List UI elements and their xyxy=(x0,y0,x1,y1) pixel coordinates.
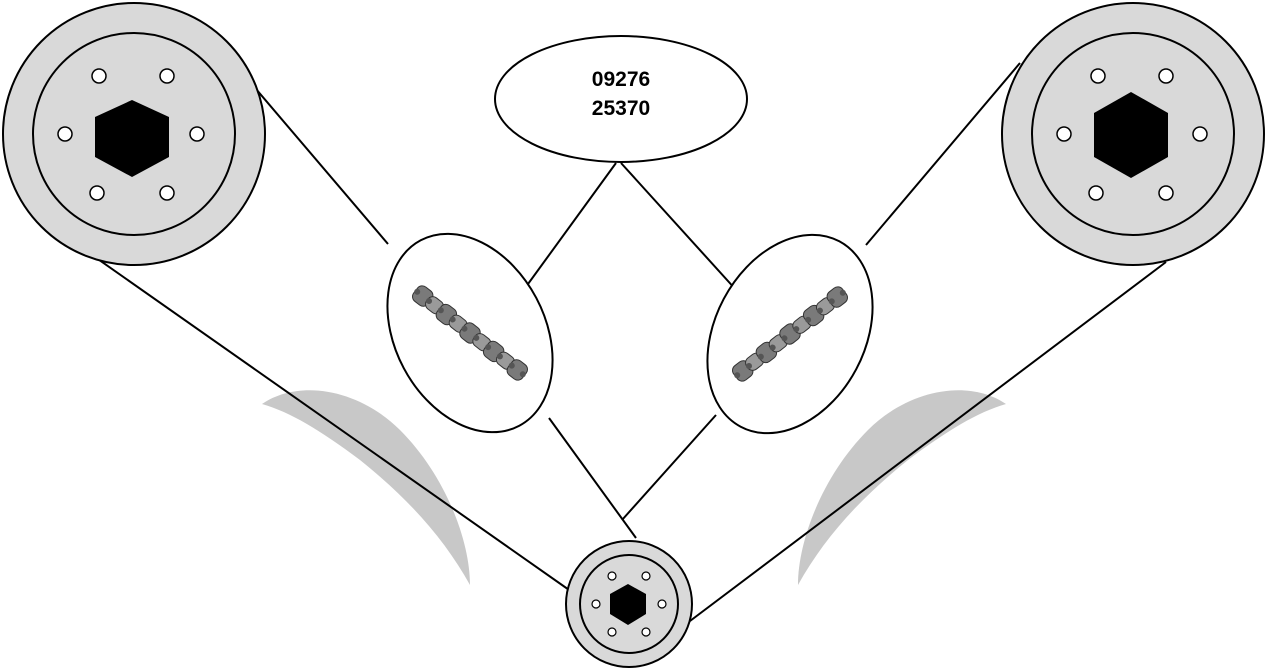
part-number-line-2: 25370 xyxy=(592,97,650,120)
left-chain-guide xyxy=(262,390,470,585)
chain-run-lines xyxy=(84,62,1167,627)
chain-pin xyxy=(816,307,823,314)
part-number-line-1: 09276 xyxy=(592,68,650,91)
crankshaft-sprocket xyxy=(565,540,693,668)
chain-pin xyxy=(839,289,846,296)
chain-line-left-upper xyxy=(249,81,389,245)
chain-pin xyxy=(793,326,800,333)
chain-line-right-upper xyxy=(865,62,1021,246)
right-chain-callout xyxy=(706,233,874,435)
chain-line-left-lower xyxy=(548,417,637,539)
left-chain-callout xyxy=(386,232,554,434)
upper-right-cam-sprocket xyxy=(1001,2,1265,266)
chain-pin xyxy=(805,316,812,323)
hexagon-hub-icon xyxy=(610,584,646,625)
chain-pin xyxy=(496,353,503,360)
chain-pin xyxy=(437,307,444,314)
bolt-hole-icon xyxy=(57,68,205,201)
chain-pin xyxy=(769,344,776,351)
chain-pin xyxy=(757,353,764,360)
chain-icon xyxy=(732,286,848,382)
chain-line-right-lower xyxy=(621,414,717,521)
chain-line-right-outer xyxy=(689,261,1167,622)
upper-left-cam-sprocket xyxy=(2,2,266,266)
chain-pin xyxy=(519,371,526,378)
chain-pin xyxy=(734,372,741,379)
chain-pin xyxy=(449,316,456,323)
chain-pin xyxy=(426,297,433,304)
chain-pin xyxy=(781,335,788,342)
chain-icon xyxy=(412,285,528,381)
bolt-hole-icon xyxy=(1056,68,1208,201)
callout-leader-right xyxy=(620,162,748,303)
right-chain-guide xyxy=(798,390,1006,585)
chain-line-left-outer xyxy=(84,249,573,593)
chain-pin xyxy=(746,363,753,370)
callout-leader-left xyxy=(511,162,617,307)
hexagon-hub-icon xyxy=(95,100,169,177)
chain-pin xyxy=(828,298,835,305)
chain-pin xyxy=(461,325,468,332)
chain-pin xyxy=(473,334,480,341)
hexagon-hub-icon xyxy=(1094,92,1168,178)
chain-pin xyxy=(485,344,492,351)
chain-pin xyxy=(414,288,421,295)
chain-pin xyxy=(508,362,515,369)
bolt-hole-icon xyxy=(591,571,667,637)
part-number-callout: 09276 25370 xyxy=(494,35,748,163)
